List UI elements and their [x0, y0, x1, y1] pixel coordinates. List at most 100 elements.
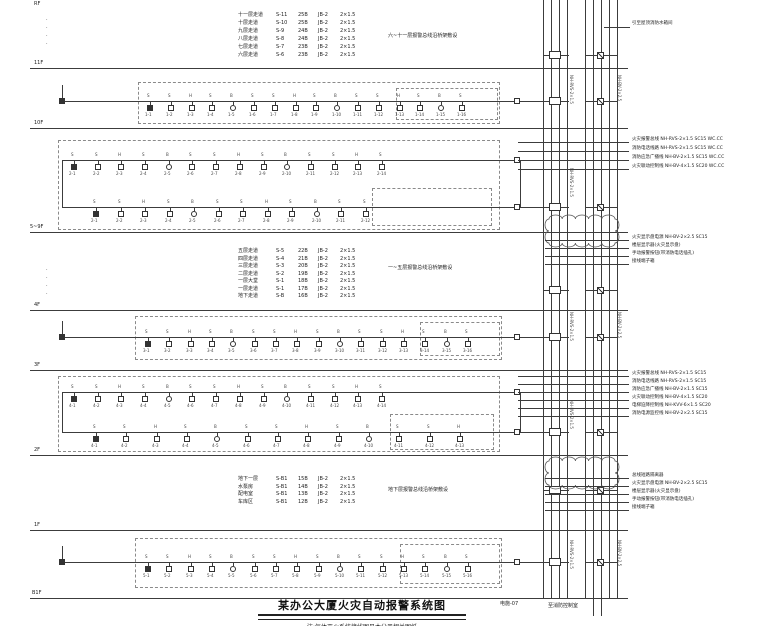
device-drop-line: [382, 160, 383, 164]
device-drop-line: [240, 392, 241, 396]
device-drop-line: [126, 432, 127, 436]
smoke-detector-symbol: [93, 436, 99, 442]
device-address-label: 5-3: [186, 573, 193, 578]
leader-line: [545, 478, 629, 479]
schedule-cell: JB-2: [318, 263, 328, 269]
alarm-bell-symbol: [314, 211, 320, 217]
schedule-cell: 一层大堂: [238, 278, 259, 284]
schedule-cell: 2×1.5: [340, 483, 356, 490]
device-type-label: S: [332, 384, 335, 389]
device-address-label: 2-11: [306, 171, 316, 176]
riser-junction-box: [549, 203, 561, 211]
smoke-detector-symbol: [401, 341, 407, 347]
schedule-cell: 七层走道: [238, 44, 259, 50]
floor-label: B1F: [32, 590, 42, 596]
device-drop-line: [216, 160, 217, 164]
schedule-cell: 配电室: [238, 491, 254, 497]
device-type-label: S: [379, 152, 382, 157]
schedule-cell: 20B: [298, 263, 308, 269]
device-drop-line: [169, 160, 170, 164]
smoke-detector-symbol: [305, 436, 311, 442]
device-address-label: 4-9: [259, 403, 266, 408]
device-type-label: S: [376, 93, 379, 98]
device-type-label: H: [118, 384, 122, 389]
schedule-cell: 22B: [298, 248, 308, 254]
device-type-label: S: [380, 554, 383, 559]
device-drop-line: [216, 392, 217, 396]
device-drop-line: [276, 562, 277, 566]
device-type-label: H: [294, 329, 298, 334]
device-type-label: S: [316, 554, 319, 559]
device-drop-line: [264, 160, 265, 164]
device-drop-line: [382, 392, 383, 396]
alarm-bell-symbol: [230, 566, 236, 572]
device-type-label: S: [261, 384, 264, 389]
input-module-symbol: [59, 559, 65, 565]
alarm-bell-symbol: [166, 164, 172, 170]
device-address-label: 1-8: [291, 112, 298, 117]
leader-line: [545, 502, 629, 503]
device-address-label: 4-8: [235, 403, 242, 408]
smoke-detector-symbol: [422, 341, 428, 347]
schedule-cell: JB-2: [318, 491, 328, 497]
device-drop-line: [150, 101, 151, 105]
device-drop-line: [233, 101, 234, 105]
device-address-label: 5-13: [399, 573, 409, 578]
annotation-text: 楼层显示器(火灾显示盘): [632, 489, 681, 494]
schedule-cell: JB-2: [318, 498, 328, 505]
device-type-label: S: [417, 93, 420, 98]
schedule-cell: JB-2: [318, 255, 328, 262]
schedule-cell: JB-2: [318, 476, 328, 482]
device-type-label: S: [336, 424, 339, 429]
floor-separator: [30, 128, 628, 129]
schedule-note: 一~五层报警总线沿桥架敷设: [388, 265, 453, 271]
annotation-text: 火灾报警总线 NH-RVS-2×1.5 SC15: [632, 371, 707, 376]
smoke-detector-symbol: [209, 566, 215, 572]
schedule-cell: 三层走道: [238, 263, 259, 269]
device-address-label: 2-4: [140, 171, 147, 176]
device-type-label: B: [314, 199, 317, 204]
device-drop-line: [399, 432, 400, 436]
device-address-label: 3-8: [292, 348, 299, 353]
device-drop-line: [404, 337, 405, 341]
device-address-label: 4-4: [140, 403, 147, 408]
device-subgroup-outline: [396, 88, 498, 120]
riser-line: [609, 0, 610, 598]
device-drop-line: [254, 101, 255, 105]
smoke-detector-symbol: [145, 566, 151, 572]
device-address-label: 4-3: [152, 443, 159, 448]
riser-line: [617, 0, 618, 598]
riser-line: [593, 0, 594, 598]
device-address-label: 2-11: [336, 218, 346, 223]
device-address-label: 1-10: [332, 112, 342, 117]
device-address-label: 3-12: [378, 348, 388, 353]
device-type-label: S: [308, 384, 311, 389]
leader-line: [518, 142, 629, 143]
device-type-label: S: [363, 199, 366, 204]
device-drop-line: [233, 337, 234, 341]
schedule-cell: 2×1.5: [340, 270, 356, 277]
schedule-cell: 17B: [298, 285, 308, 292]
floor-separator: [30, 598, 628, 599]
device-address-label: 4-12: [425, 443, 435, 448]
device-address-label: 5-2: [164, 573, 171, 578]
schedule-cell: 2×1.5: [340, 12, 356, 18]
device-drop-line: [468, 562, 469, 566]
device-drop-line: [340, 562, 341, 566]
device-type-label: S: [142, 152, 145, 157]
device-address-label: 2-7: [211, 171, 218, 176]
smoke-detector-symbol: [401, 566, 407, 572]
device-address-label: 5-7: [271, 573, 278, 578]
riser-line: [593, 598, 594, 616]
device-drop-line: [297, 337, 298, 341]
device-address-label: 2-8: [235, 171, 242, 176]
device-drop-line: [335, 160, 336, 164]
device-type-label: S: [93, 199, 96, 204]
device-type-label: H: [237, 384, 241, 389]
device-address-label: 4-10: [282, 403, 292, 408]
schedule-cell: 八层走道: [238, 36, 259, 42]
device-type-label: H: [188, 329, 192, 334]
device-drop-line: [240, 160, 241, 164]
device-address-label: 4-5: [212, 443, 219, 448]
